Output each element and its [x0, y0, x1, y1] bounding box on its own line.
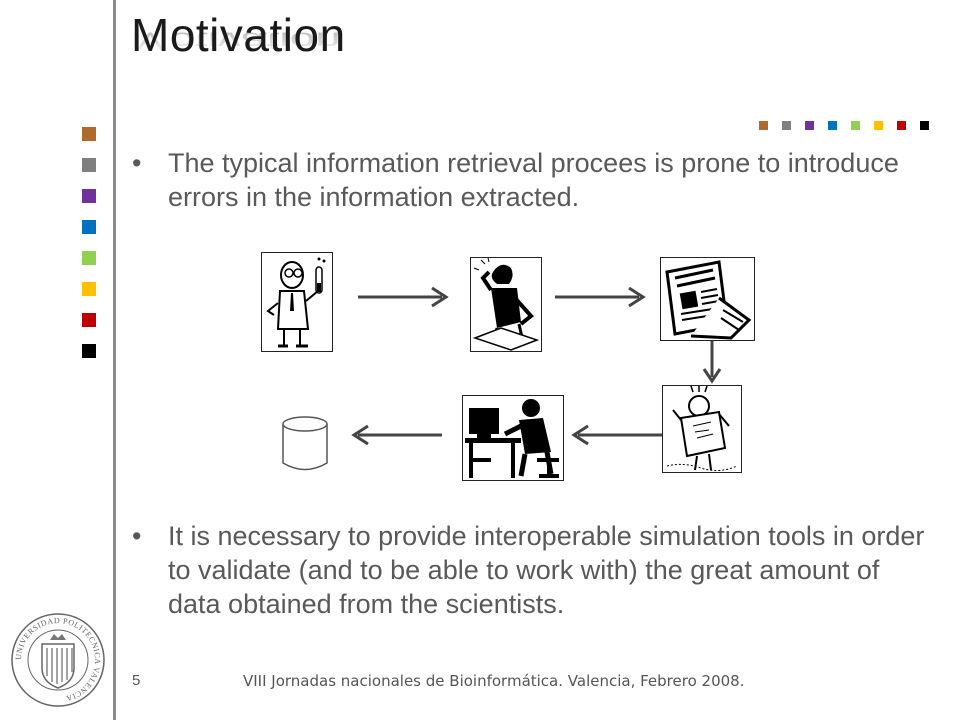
bullet-marker: • [132, 148, 142, 178]
scientist-icon [261, 252, 333, 352]
arrow-left-icon [351, 424, 442, 446]
color-square [805, 121, 814, 130]
arrow-left-icon [571, 424, 662, 446]
color-square [82, 251, 96, 265]
color-square [920, 121, 929, 130]
footer-text: VIII Jornadas nacionales de Bioinformáti… [243, 672, 745, 690]
arrow-down-icon [702, 341, 722, 384]
bullet-text: The typical information retrieval procee… [168, 148, 899, 212]
color-square [759, 121, 768, 130]
horizontal-color-squares [759, 121, 943, 130]
color-square [82, 344, 96, 358]
bullet-text: It is necessary to provide interoperable… [168, 521, 925, 619]
slide-title: Motivation [131, 9, 346, 61]
bullet-item: • The typical information retrieval proc… [132, 146, 932, 216]
arrow-right-icon [555, 286, 646, 308]
color-square [82, 313, 96, 327]
bullet-marker: • [132, 521, 142, 551]
color-square [897, 121, 906, 130]
vertical-color-squares [82, 127, 96, 375]
color-square [82, 127, 96, 141]
database-icon [282, 416, 328, 471]
color-square [82, 282, 96, 296]
reader-icon [662, 385, 742, 473]
color-square [874, 121, 883, 130]
color-square [828, 121, 837, 130]
arrow-right-icon [358, 286, 449, 308]
color-square [82, 158, 96, 172]
color-square [851, 121, 860, 130]
writer-icon [470, 257, 542, 352]
computer-user-icon [462, 395, 564, 481]
color-square [782, 121, 791, 130]
color-square [82, 189, 96, 203]
page-number: 5 [132, 672, 141, 689]
university-seal-icon: UNIVERSIDAD POLITECNICA VALENCIA [11, 613, 105, 707]
color-square [82, 220, 96, 234]
newspaper-icon [660, 257, 755, 341]
bullet-item: • It is necessary to provide interoperab… [132, 519, 932, 649]
vertical-divider [113, 0, 116, 720]
